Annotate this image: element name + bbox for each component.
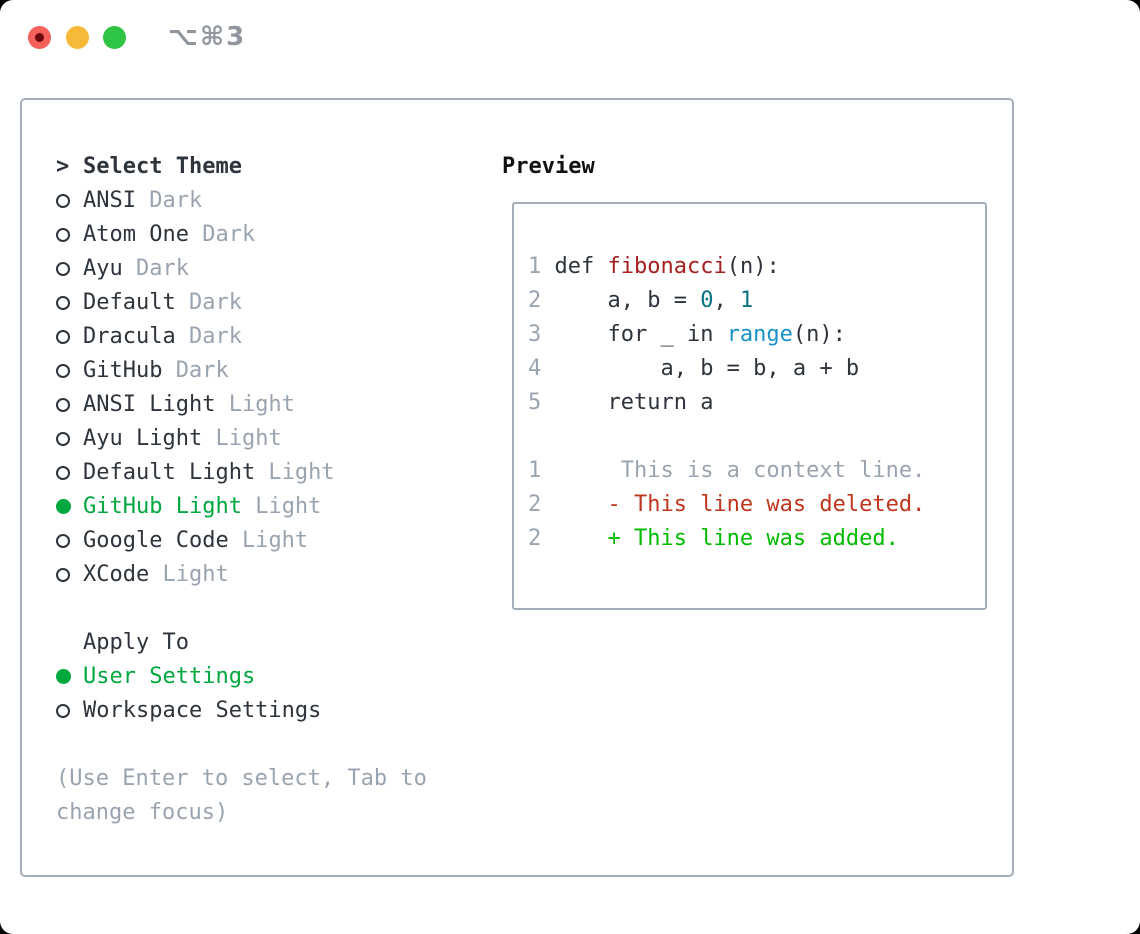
theme-variant-label: Light [228, 528, 309, 553]
apply-option-user-settings[interactable]: User Settings [56, 660, 321, 694]
theme-option-label: Google Code [83, 528, 229, 553]
theme-option-label: ANSI Light [83, 392, 216, 417]
code-line [528, 420, 925, 454]
cursor-icon: > [56, 154, 70, 179]
code-line: 3 for _ in range(n): [528, 322, 846, 347]
theme-variant-label: Light [215, 392, 295, 417]
line-number: 3 [528, 322, 542, 347]
minimize-button[interactable] [66, 26, 89, 49]
code-preview: 1 def fibonacci(n): 2 a, b = 0, 1 3 for _ … [528, 250, 925, 556]
theme-option-ansi-light[interactable]: ANSI Light Light [56, 388, 335, 422]
radio-selected-icon [56, 660, 83, 694]
hint-text: (Use Enter to select, Tab to change focus… [56, 762, 427, 830]
theme-option-ansi[interactable]: ANSI Dark [56, 184, 335, 218]
theme-variant-label: Dark [162, 358, 229, 383]
line-number: 1 [528, 458, 542, 483]
window-shortcut-label: ⌥⌘3 [168, 22, 247, 52]
radio-icon [56, 422, 83, 456]
preview-title: Preview [502, 154, 595, 179]
theme-variant-label: Dark [188, 222, 256, 247]
theme-variant-label: Dark [122, 256, 189, 281]
line-number: 2 [528, 288, 542, 313]
radio-icon [56, 320, 83, 354]
theme-option-label: Ayu [83, 256, 123, 281]
radio-icon [56, 184, 83, 218]
theme-variant-label: Dark [175, 324, 242, 349]
theme-option-label: ANSI [83, 188, 136, 213]
apply-to-title-row: Apply To [56, 626, 321, 660]
theme-option-atom-one[interactable]: Atom One Dark [56, 218, 335, 252]
theme-option-google-code[interactable]: Google Code Light [56, 524, 335, 558]
theme-option-label: Dracula [83, 324, 176, 349]
code-line: 5 return a [528, 390, 714, 415]
theme-option-label: GitHub Light [83, 494, 242, 519]
theme-option-ayu[interactable]: Ayu Dark [56, 252, 335, 286]
hint-line: change focus) [56, 800, 229, 825]
theme-option-dracula[interactable]: Dracula Dark [56, 320, 335, 354]
theme-option-label: Ayu Light [83, 426, 203, 451]
radio-icon [56, 252, 83, 286]
zoom-button[interactable] [103, 26, 126, 49]
theme-option-label: GitHub [83, 358, 163, 383]
radio-icon [56, 286, 83, 320]
radio-icon [56, 354, 83, 388]
theme-variant-label: Dark [175, 290, 242, 315]
preview-pane: 1 def fibonacci(n): 2 a, b = 0, 1 3 for _ … [512, 202, 987, 610]
theme-option-xcode[interactable]: XCode Light [56, 558, 335, 592]
code-line: 2 + This line was added. [528, 526, 899, 551]
theme-menu-title: Select Theme [83, 154, 242, 179]
radio-selected-icon [56, 490, 83, 524]
theme-option-default-light[interactable]: Default Light Light [56, 456, 335, 490]
theme-menu-title-row: > Select Theme [56, 150, 335, 184]
radio-icon [56, 558, 83, 592]
code-line: 2 - This line was deleted. [528, 492, 926, 517]
code-line: 4 a, b = b, a + b [528, 356, 860, 381]
titlebar: ⌥⌘3 [0, 0, 1140, 75]
theme-option-github-light[interactable]: GitHub Light Light [56, 490, 335, 524]
theme-variant-label: Dark [135, 188, 203, 213]
line-number: 5 [528, 390, 542, 415]
theme-variant-label: Light [241, 494, 322, 519]
code-line: 1 def fibonacci(n): [528, 254, 780, 279]
theme-option-github[interactable]: GitHub Dark [56, 354, 335, 388]
line-number: 1 [528, 254, 542, 279]
theme-option-label: Atom One [83, 222, 189, 247]
theme-option-ayu-light[interactable]: Ayu Light Light [56, 422, 335, 456]
radio-icon [56, 456, 83, 490]
theme-option-label: Default [83, 290, 176, 315]
theme-variant-label: Light [255, 460, 335, 485]
theme-variant-label: Light [149, 562, 229, 587]
apply-option-label: Workspace Settings [83, 698, 322, 723]
code-line: 1 This is a context line. [528, 458, 926, 483]
radio-icon [56, 218, 83, 252]
radio-icon [56, 388, 83, 422]
apply-to-title: Apply To [83, 630, 189, 655]
close-button[interactable] [28, 26, 51, 49]
apply-option-label: User Settings [83, 664, 256, 689]
radio-icon [56, 694, 83, 728]
hint-line: (Use Enter to select, Tab to [56, 766, 427, 791]
theme-variant-label: Light [202, 426, 282, 451]
radio-icon [56, 524, 83, 558]
line-number: 2 [528, 492, 542, 517]
theme-option-default[interactable]: Default Dark [56, 286, 335, 320]
theme-option-label: XCode [83, 562, 150, 587]
apply-option-workspace-settings[interactable]: Workspace Settings [56, 694, 321, 728]
line-number: 2 [528, 526, 542, 551]
code-line: 2 a, b = 0, 1 [528, 288, 754, 313]
line-number: 4 [528, 356, 542, 381]
theme-option-label: Default Light [83, 460, 256, 485]
